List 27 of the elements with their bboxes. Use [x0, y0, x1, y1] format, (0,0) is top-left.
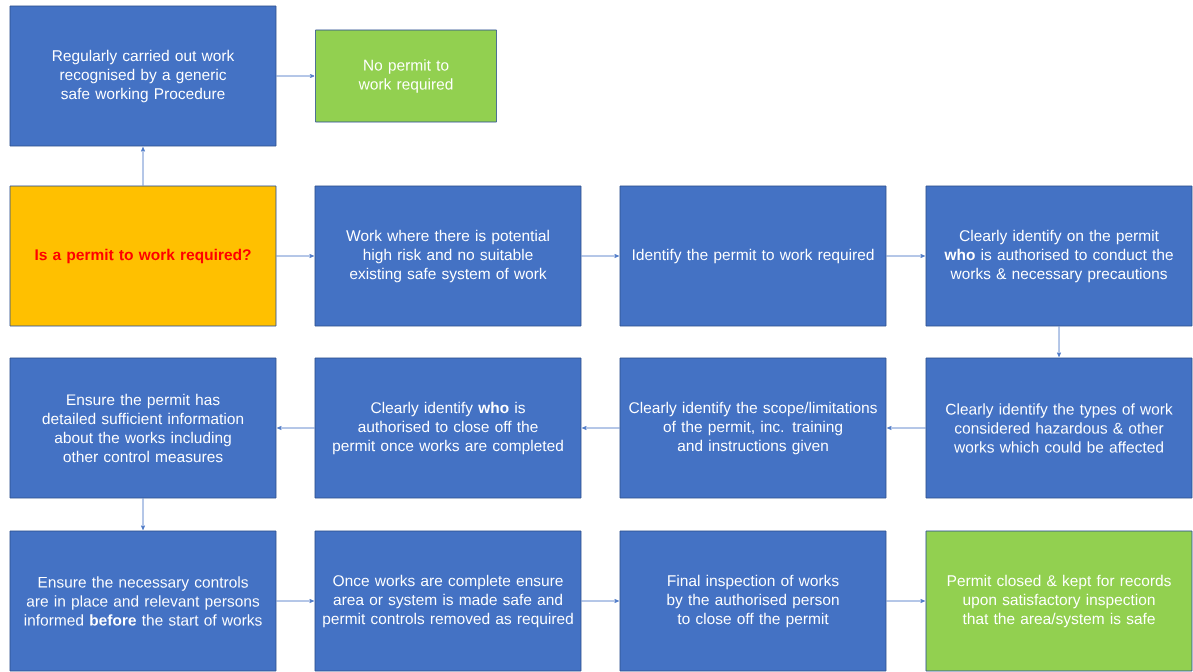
process-box: Final inspection of works by the authorised person to close off the permit: [619, 530, 887, 672]
arrow: [581, 599, 619, 603]
arrow: [886, 254, 925, 258]
decision-box: Is a permit to work required?: [9, 185, 277, 327]
arrow: [581, 254, 619, 258]
outcome-box: No permit to work required: [315, 29, 497, 123]
process-box: Ensure the permit has detailed sufficient information about the works including other control measures: [9, 357, 277, 499]
arrow: [276, 74, 315, 78]
arrow: [141, 147, 145, 186]
arrow: [582, 426, 620, 430]
process-box: Clearly identify the types of work considered hazardous & other works which could be affected: [925, 357, 1193, 499]
process-box: Clearly identify who is authorised to close off the permit once works are completed: [314, 357, 582, 499]
arrow: [276, 254, 314, 258]
process-box: Ensure the necessary controls are in place and relevant persons informed before the start of works: [9, 530, 277, 672]
arrow: [141, 498, 145, 530]
process-box: Once works are complete ensure area or system is made safe and permit controls removed as required: [314, 530, 582, 672]
arrow: [277, 426, 315, 430]
arrow: [276, 599, 314, 603]
process-box: Work where there is potential high risk and no suitable existing safe system of work: [314, 185, 582, 327]
arrow: [887, 426, 926, 430]
process-box: Identify the permit to work required: [619, 185, 887, 327]
arrow: [1057, 326, 1061, 357]
arrow: [886, 599, 925, 603]
process-box: Regularly carried out work recognised by a generic safe working Procedure: [9, 5, 277, 147]
process-box: Clearly identify on the permit who is authorised to conduct the works & necessary precautions: [925, 185, 1193, 327]
process-box: Clearly identify the scope/limitations of the permit, inc. training and instructions given: [619, 357, 887, 499]
outcome-box: Permit closed & kept for records upon satisfactory inspection that the area/system is safe: [925, 530, 1193, 672]
